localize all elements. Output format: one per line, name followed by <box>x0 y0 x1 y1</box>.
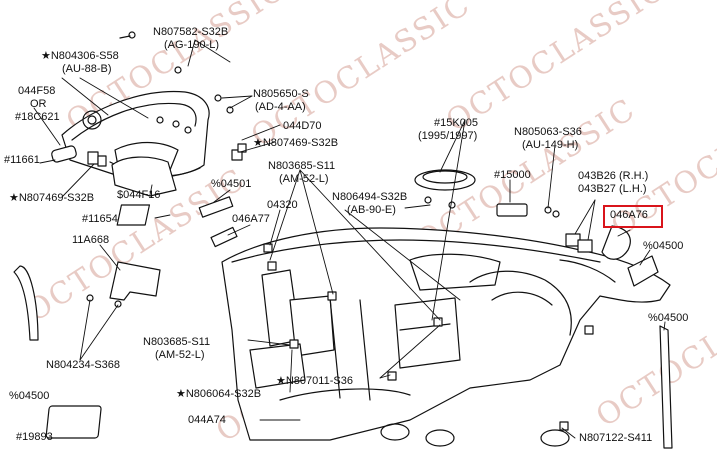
screw-part <box>448 201 456 209</box>
part-04500-right <box>627 255 659 287</box>
screw-part <box>172 120 180 128</box>
label-n804234: N804234-S368 <box>46 359 121 371</box>
label-am52lb: (AM-52-L) <box>155 349 205 361</box>
clip-part <box>87 151 99 165</box>
label-n806494: N806494-S32B <box>332 191 408 203</box>
label-a044a74: 044A74 <box>188 414 226 426</box>
label-or: OR <box>30 98 47 110</box>
part-11661 <box>51 145 77 163</box>
part-04500-left <box>13 265 39 341</box>
label-ad4aa: (AD-4-AA) <box>255 101 306 113</box>
label-n803685a: N803685-S11 <box>268 160 336 172</box>
part-11654 <box>116 204 151 226</box>
clip-part <box>263 243 273 253</box>
part-15000 <box>496 203 528 217</box>
label-p04500c: %04500 <box>648 312 689 324</box>
label-d044d70: 044D70 <box>283 120 322 132</box>
label-p04501: %04501 <box>211 178 252 190</box>
screw-part <box>552 210 560 218</box>
highlight-box <box>603 205 663 228</box>
label-y1995: (1995/1997) <box>418 130 478 142</box>
instrument-panel-part <box>221 227 671 447</box>
label-c18c621: #18C621 <box>15 111 60 123</box>
clip-part <box>289 339 299 349</box>
clip-part <box>327 291 337 301</box>
label-a11a668: 11A668 <box>72 234 110 246</box>
label-p04500b: %04500 <box>9 390 50 402</box>
clip-part <box>231 149 243 161</box>
label-c15000: #15000 <box>494 169 531 181</box>
label-n807582: N807582-S32B <box>153 26 229 38</box>
label-b043b26: 043B26 (R.H.) <box>578 170 649 182</box>
screw-part <box>424 196 432 204</box>
part-04501 <box>198 196 234 218</box>
screw-part <box>174 66 182 74</box>
clip-part <box>387 371 397 381</box>
label-c11654: #11654 <box>82 213 118 225</box>
part-043B27 <box>577 239 593 253</box>
label-n04320: 04320 <box>267 199 298 211</box>
label-n807011: ★N807011-S36 <box>276 375 353 387</box>
screw-part <box>214 94 222 102</box>
label-a046a77: 046A77 <box>232 213 270 225</box>
label-n803685b: N803685-S11 <box>143 336 211 348</box>
bezel-lower-part <box>111 156 177 197</box>
label-b043b27: 043B27 (L.H.) <box>578 183 647 195</box>
label-ab90e: (AB-90-E) <box>347 204 396 216</box>
screw-part <box>184 126 192 134</box>
label-f044f58: 044F58 <box>18 85 56 97</box>
screw-part <box>226 106 234 114</box>
label-n805650: N805650-S <box>253 88 309 100</box>
clip-part <box>237 143 247 153</box>
clip-part <box>267 261 277 271</box>
screw-part <box>114 300 122 308</box>
clip-part <box>97 155 107 167</box>
label-a046a76: 046A76 <box>610 209 648 221</box>
part-19893 <box>45 405 102 439</box>
screw-part <box>128 31 136 39</box>
leader-lines <box>33 39 666 439</box>
part-046A77 <box>210 226 238 248</box>
speaker-part <box>414 169 476 191</box>
part-04500-far-right <box>659 325 673 449</box>
label-n807122: N807122-S411 <box>579 432 653 444</box>
label-n807469b: ★N807469-S32B <box>9 192 95 204</box>
label-n806064: ★N806064-S32B <box>176 388 262 400</box>
clip-part <box>559 421 569 431</box>
label-n807469a: ★N807469-S32B <box>253 137 339 149</box>
label-c11661: #11661 <box>4 154 40 166</box>
label-p04500a: %04500 <box>643 240 684 252</box>
label-c19893: #19893 <box>16 431 53 443</box>
part-046A76 <box>601 225 631 260</box>
label-au149h: (AU-149-H) <box>522 139 579 151</box>
label-f044f16: $044F16 <box>117 189 161 201</box>
label-n805063: N805063-S36 <box>514 126 582 138</box>
label-am52la: (AM-52-L) <box>279 173 329 185</box>
bracket-11A668 <box>109 261 161 301</box>
label-ag190l: (AG-190-L) <box>164 39 220 51</box>
label-n804306: ★N804306-S58 <box>41 50 119 62</box>
label-k15k005: #15K005 <box>434 117 479 129</box>
clip-part <box>433 317 443 327</box>
screw-part <box>156 116 164 124</box>
clip-part <box>584 325 594 335</box>
label-au88b: (AU-88-B) <box>62 63 112 75</box>
